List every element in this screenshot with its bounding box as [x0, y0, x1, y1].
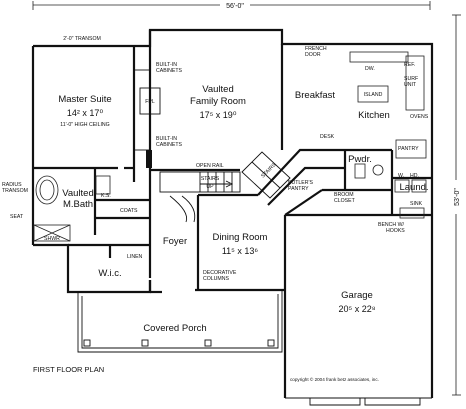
butlers-pantry-line2: PANTRY [288, 186, 309, 192]
garage-name: Garage [341, 290, 373, 301]
kitchen-fixtures [349, 51, 427, 179]
butlers-pantry-line1: BUTLER'S [288, 180, 313, 186]
master-suite-size: 14² x 17⁰ [67, 108, 104, 118]
dining-room-name: Dining Room [213, 232, 268, 243]
dishwasher-label: DW. [365, 66, 375, 72]
french-door-line2: DOOR [305, 52, 321, 58]
broom-closet-line1: BROOM [334, 192, 354, 198]
linen-label: LINEN [127, 254, 143, 260]
island-label: ISLAND [364, 92, 383, 98]
builtin-bottom-line2: CABINETS [156, 142, 182, 148]
open-rail-label: OPEN RAIL [196, 163, 224, 169]
stairs-down [241, 151, 291, 199]
surf-unit-line1: SURF [404, 76, 418, 82]
builtin-bottom-line1: BUILT-IN [156, 136, 177, 142]
stairs-up-line1: STAIRS [201, 176, 220, 182]
radius-transom-line1: RADIUS [2, 182, 22, 188]
french-door-line1: FRENCH [305, 46, 327, 52]
broom-closet-line2: CLOSET [334, 198, 356, 204]
kitchen-name: Kitchen [358, 110, 390, 121]
builtin-top-line1: BUILT-IN [156, 62, 177, 68]
right-dimension: 53'-0" [451, 14, 463, 396]
refrigerator-label: REF. [404, 62, 415, 68]
dining-room-size: 11⁵ x 13⁶ [222, 246, 259, 256]
garage-size: 20⁵ x 22⁸ [338, 304, 375, 314]
washer-label: W. [398, 173, 404, 179]
coats-label: COATS [120, 208, 138, 214]
laundry-name: Laund. [399, 182, 428, 193]
exterior-walls [31, 28, 434, 399]
master-suite-note: 11'-0" HIGH CEILING [60, 122, 109, 128]
ovens-label: OVENS [410, 114, 429, 120]
knee-space-label: K.S. [101, 193, 111, 199]
pantry-label: PANTRY [398, 146, 419, 152]
desk-label: DESK [320, 134, 335, 140]
wic-name: W.i.c. [98, 268, 121, 279]
family-room-name-line1: Vaulted [202, 84, 234, 95]
decorative-columns-line1: DECORATIVE [203, 270, 237, 276]
breakfast-name: Breakfast [295, 90, 335, 101]
stairs-up-line2: UP [206, 184, 214, 190]
bench-line1: BENCH W/ [378, 222, 404, 228]
fireplace-label: FPL [145, 99, 155, 105]
master-bath-name-line1: Vaulted [62, 188, 94, 199]
stairs [159, 171, 241, 223]
radius-transom-line2: TRANSOM [2, 188, 28, 194]
builtin-top-line2: CABINETS [156, 68, 182, 74]
decorative-columns-line2: COLUMNS [203, 276, 229, 282]
interior-walls [33, 30, 432, 290]
dryer-label: HD. [410, 173, 419, 179]
copyright-text: copyright © 2004 frank betz associates, … [290, 376, 379, 382]
covered-porch [77, 290, 283, 353]
floor-plan-title: FIRST FLOOR PLAN [33, 365, 104, 374]
family-room-name-line2: Family Room [190, 96, 246, 107]
powder-name: Pwdr. [348, 154, 372, 165]
shower-label: SHWR [44, 236, 60, 242]
right-dimension-label: 53'-0" [454, 188, 461, 206]
transom-label: 2'-0" TRANSOM [63, 36, 101, 42]
foyer-name: Foyer [163, 236, 187, 247]
bath-fixtures [33, 175, 111, 242]
top-dimension: 56'-0" [32, 0, 431, 10]
column-block [146, 150, 152, 168]
covered-porch-name: Covered Porch [143, 323, 206, 334]
fireplace [139, 87, 161, 115]
master-bath-name-line2: M.Bath [63, 199, 93, 210]
surf-unit-line2: UNIT [404, 82, 417, 88]
top-dimension-label: 56'-0" [226, 3, 244, 10]
master-suite-name: Master Suite [58, 94, 111, 105]
family-room-size: 17⁵ x 19⁰ [200, 110, 237, 120]
sink-label: SINK [410, 201, 423, 207]
laundry-fixtures [394, 179, 427, 219]
bench-line2: HOOKS [386, 228, 405, 234]
garage-front [309, 398, 421, 406]
seat-label: SEAT [10, 214, 24, 220]
